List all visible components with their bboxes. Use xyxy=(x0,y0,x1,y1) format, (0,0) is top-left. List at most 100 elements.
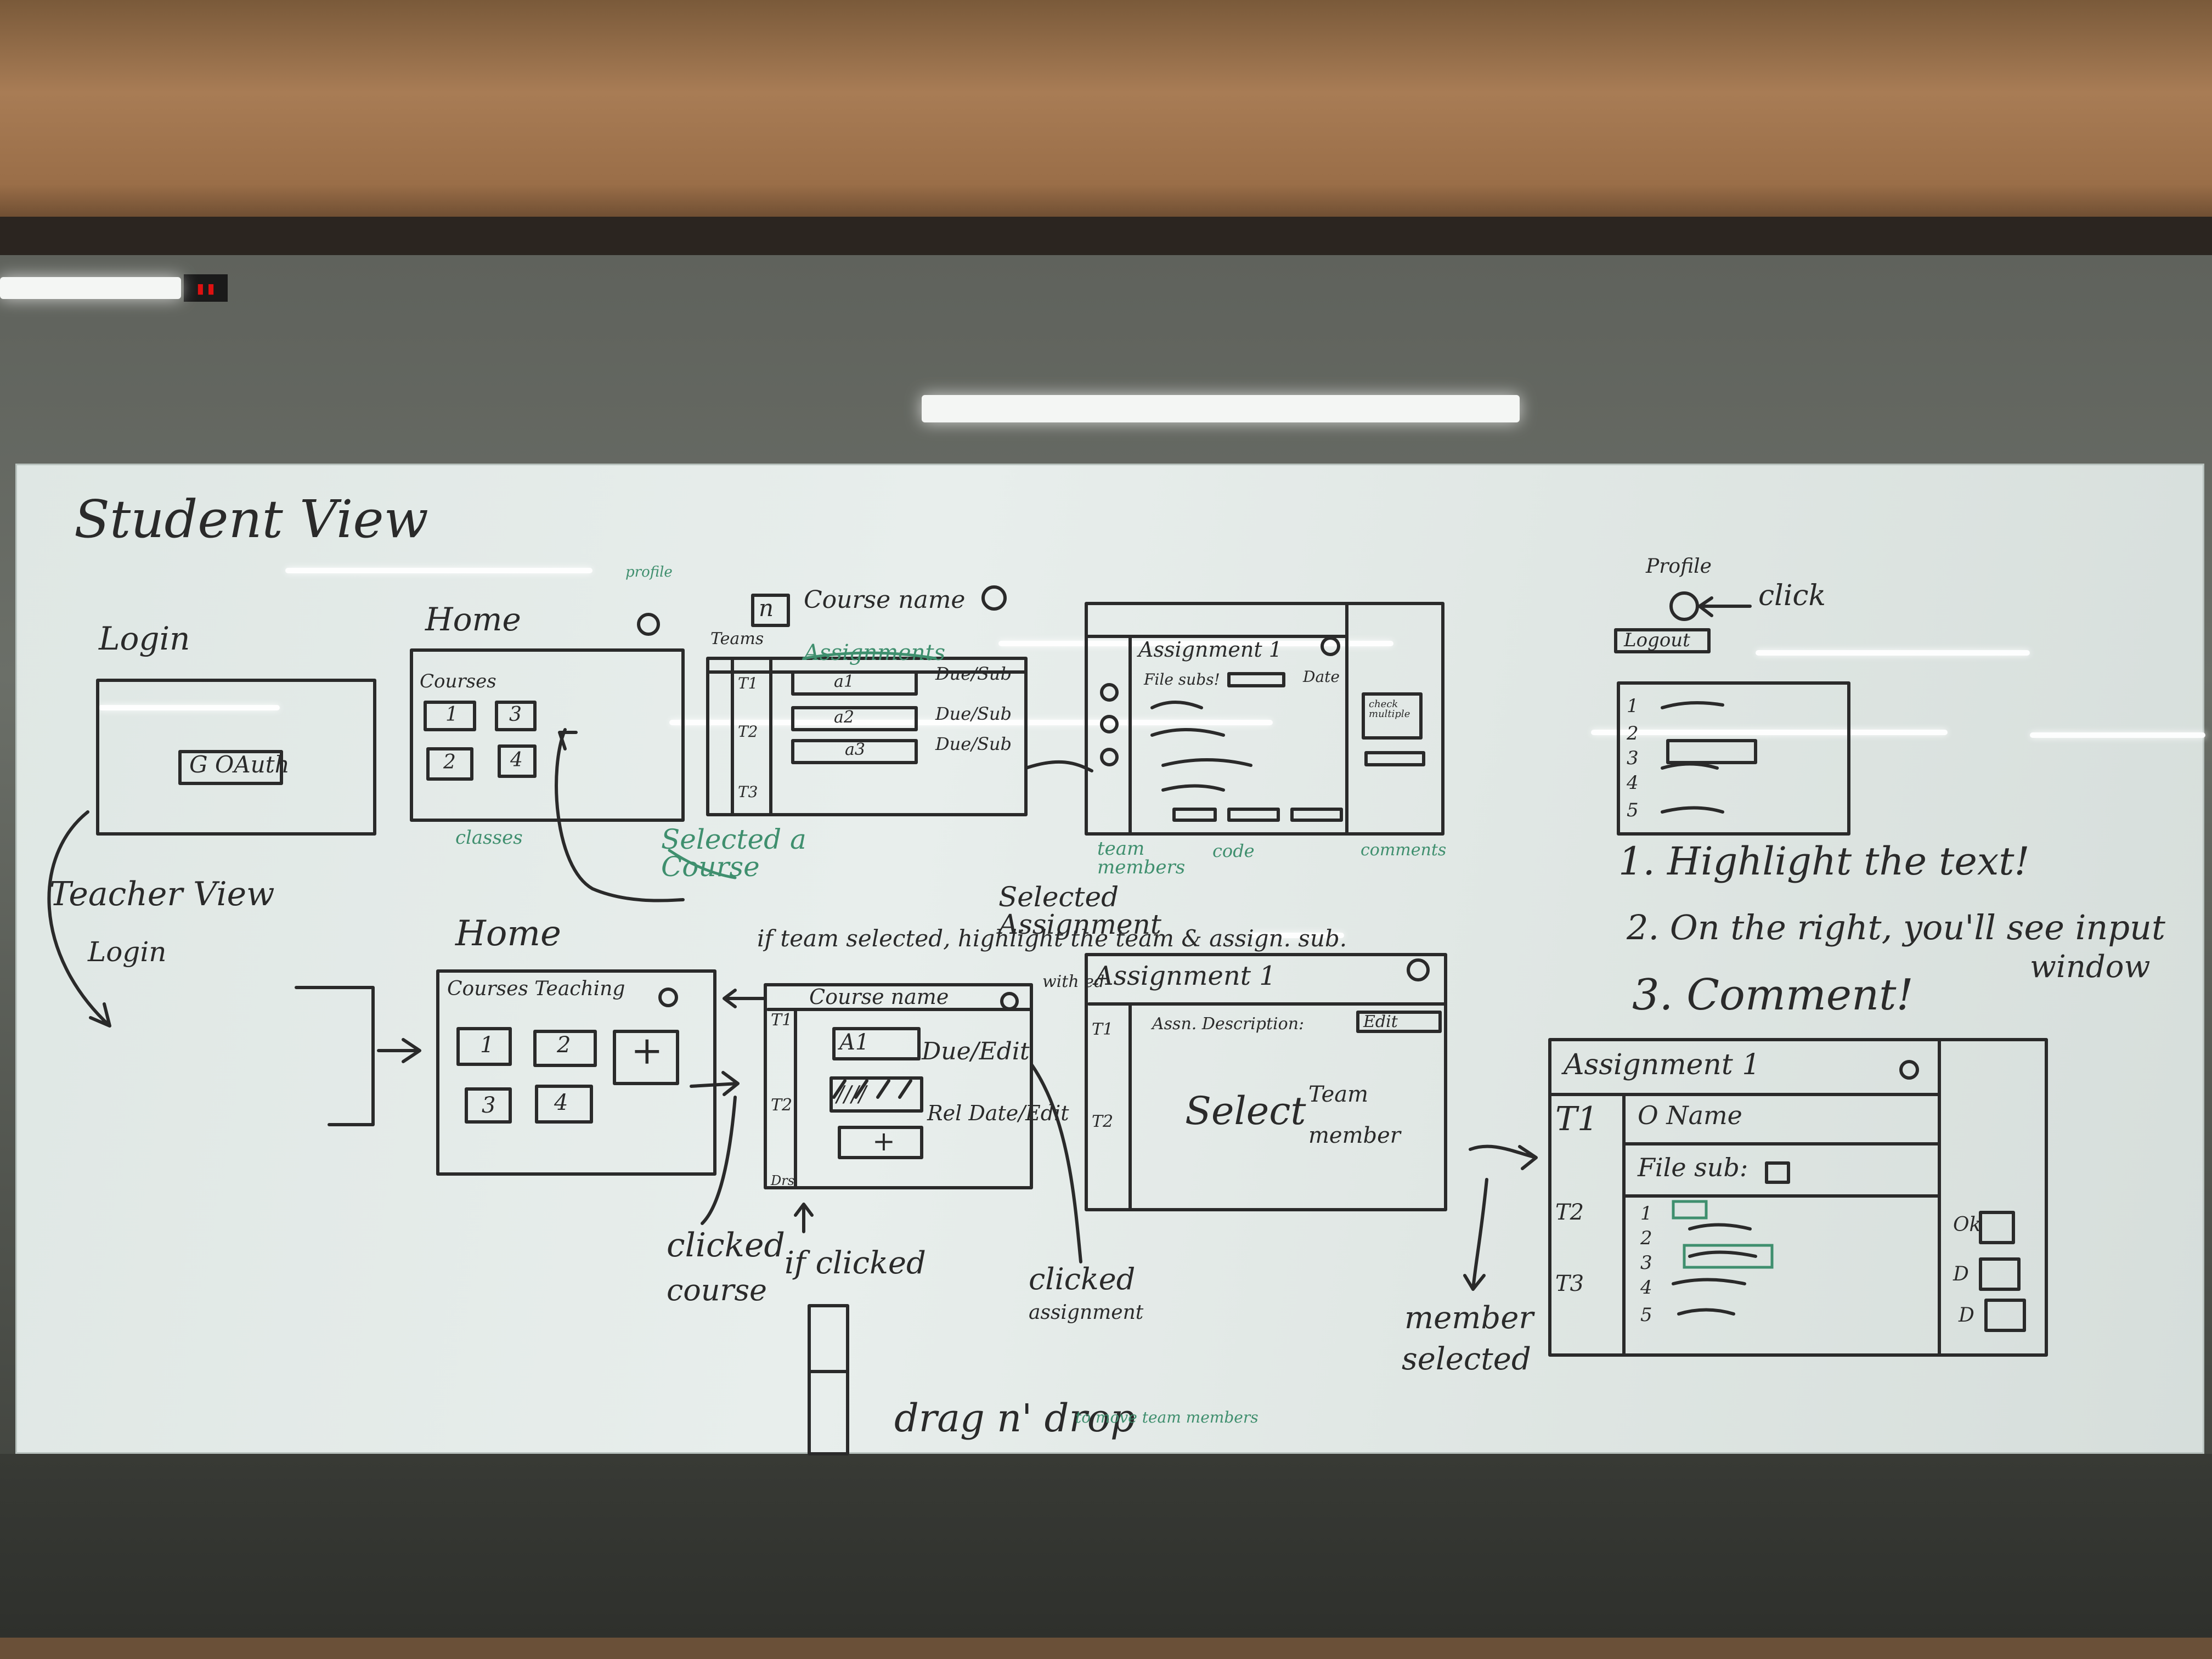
list-number: 4 xyxy=(1627,772,1639,794)
member-list-number: 5 xyxy=(1640,1304,1652,1326)
draft-assignment-status: Rel Date/Edit xyxy=(927,1101,1069,1125)
clicked-course-caption: clicked xyxy=(667,1226,785,1265)
teacher-course-tile: 1 xyxy=(480,1032,494,1058)
glare xyxy=(285,568,592,573)
list-number: 2 xyxy=(1627,723,1639,744)
step-3: 3. Comment! xyxy=(1632,970,1914,1020)
course-tile: 3 xyxy=(509,703,522,726)
bottom-ledge xyxy=(0,1638,2212,1659)
page-title: Student View xyxy=(74,489,428,550)
courses-label: Courses xyxy=(420,670,496,692)
clicked-assignment-caption: clicked xyxy=(1029,1262,1136,1296)
student-home-title: Home xyxy=(425,601,521,638)
course-name: Course name xyxy=(804,586,966,614)
code-caption: code xyxy=(1212,840,1255,861)
select-prompt-member: member xyxy=(1308,1123,1401,1148)
list-number: 5 xyxy=(1627,799,1639,821)
course-icon: n xyxy=(759,595,774,622)
team-selected-note: if team selected, highlight the team & a… xyxy=(757,925,1347,952)
course-tile: 1 xyxy=(445,703,458,726)
team-tag: T1 xyxy=(738,674,758,692)
add-assignment: + xyxy=(872,1125,895,1157)
floor xyxy=(0,1454,2212,1659)
shelf-edge xyxy=(0,217,2212,255)
clicked-course-caption-2: course xyxy=(667,1273,768,1307)
assignment-title: Assignment 1 xyxy=(1138,637,1282,662)
teacher-view-title: Teacher View xyxy=(49,875,275,913)
assignment-name: a3 xyxy=(845,740,865,759)
step-1: 1. Highlight the text! xyxy=(1618,839,2030,884)
team-tag: T2 xyxy=(738,723,758,741)
logout-button: Logout xyxy=(1624,629,1690,651)
teacher-assignment-status: Due/Edit xyxy=(922,1037,1030,1065)
courses-teaching-label: Courses Teaching xyxy=(447,978,625,1000)
classes-caption: classes xyxy=(455,827,523,849)
assignment-description: Assn. Description: xyxy=(1152,1014,1305,1034)
assignment-status: Due/Sub xyxy=(935,733,1012,754)
edit-button: Edit xyxy=(1363,1012,1398,1031)
student-login-title: Login xyxy=(99,620,190,657)
if-clicked-caption: if clicked xyxy=(785,1245,926,1281)
check-label: D xyxy=(1953,1263,1969,1285)
date-label: Date xyxy=(1303,668,1340,686)
member-list-number: 4 xyxy=(1640,1277,1652,1299)
teacher-course-tile: 3 xyxy=(482,1093,496,1118)
selected-course-note: Selected a Course xyxy=(661,823,806,883)
exit-sign: ▮▮ xyxy=(184,274,228,302)
course-tile: 4 xyxy=(510,749,523,771)
team-tag: T3 xyxy=(738,783,758,801)
file-subs-label: File subs! xyxy=(1144,670,1220,689)
select-prompt: Select xyxy=(1185,1088,1306,1133)
side-note: check multiple xyxy=(1369,698,1410,720)
teacher-course-name: Course name xyxy=(809,985,949,1009)
check-label: Ok xyxy=(1953,1214,1982,1236)
glare xyxy=(1756,650,2030,656)
comments-caption: comments xyxy=(1361,840,1447,860)
teacher-login: Login xyxy=(88,936,167,968)
assignment-team-tag: T2 xyxy=(1092,1112,1114,1131)
glare xyxy=(99,705,280,710)
teacher-team-tag: Drs xyxy=(771,1173,795,1188)
assignment-name: a1 xyxy=(834,672,854,691)
list-number: 1 xyxy=(1627,695,1639,717)
member-view-team: T1 xyxy=(1555,1100,1599,1138)
assignment-name: a2 xyxy=(834,708,854,727)
glare xyxy=(998,641,1393,646)
drag-drop-note: to move team members xyxy=(1075,1408,1259,1426)
teacher-course-tile: 4 xyxy=(554,1090,568,1115)
click-note: click xyxy=(1758,579,1826,612)
member-list-number: 1 xyxy=(1640,1203,1652,1224)
profile-note: profile xyxy=(625,564,673,580)
select-prompt-team: Team xyxy=(1308,1082,1369,1107)
ceiling-light-left xyxy=(0,277,181,299)
course-tile: 2 xyxy=(443,751,456,774)
profile-label: Profile xyxy=(1646,555,1712,578)
member-list-number: 2 xyxy=(1640,1227,1652,1249)
assignment-status: Due/Sub xyxy=(935,663,1012,684)
member-team-tag: T3 xyxy=(1555,1271,1584,1296)
teacher-home-title: Home xyxy=(455,913,561,954)
teacher-team-tag: T2 xyxy=(771,1096,793,1115)
ceiling-light xyxy=(922,395,1520,422)
clicked-assignment-caption-2: assignment xyxy=(1029,1301,1144,1324)
member-file-label: File sub: xyxy=(1638,1153,1748,1182)
add-course-tile: + xyxy=(631,1028,663,1073)
draft-assignment: //// xyxy=(837,1082,866,1107)
teacher-team-tag: T1 xyxy=(771,1011,793,1030)
team-selected-note-tail: with ed xyxy=(1042,972,1105,991)
team-members-caption: team members xyxy=(1097,838,1186,878)
teacher-course-tile: 2 xyxy=(557,1032,571,1058)
member-selected-caption-2: selected xyxy=(1402,1341,1531,1377)
whiteboard xyxy=(15,464,2204,1454)
glare xyxy=(1591,730,1948,735)
list-number: 3 xyxy=(1627,747,1639,769)
check-label: D xyxy=(1959,1304,1974,1327)
step-2: 2. On the right, you'll see input xyxy=(1627,907,2165,947)
teams-label: Teams xyxy=(710,629,764,648)
step-2-window: window xyxy=(2030,949,2151,985)
glare xyxy=(669,720,1273,725)
teacher-assignment: A1 xyxy=(839,1030,870,1055)
glare xyxy=(1251,933,1344,938)
